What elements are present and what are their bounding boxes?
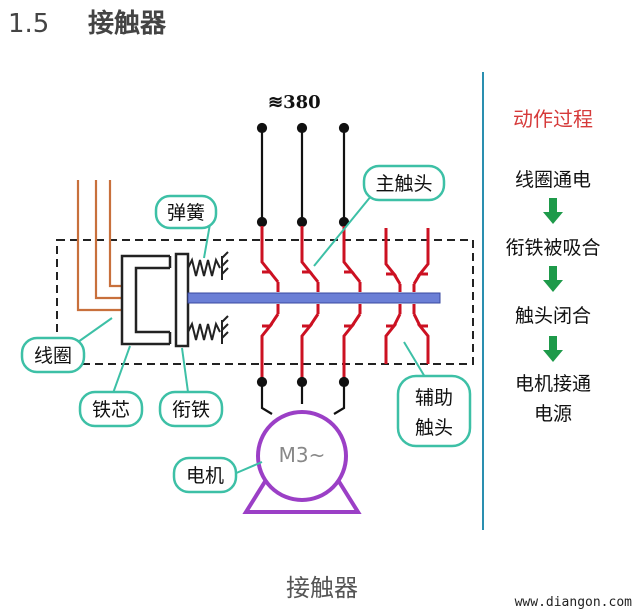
callout-spring — [154, 194, 218, 259]
motor-lines — [256, 376, 350, 415]
motor-symbol: M3~ — [279, 443, 326, 467]
callout-armature — [158, 347, 224, 428]
callout-coil — [20, 317, 113, 374]
label-iron-core: 铁芯 — [92, 399, 130, 421]
arrow-down-icon — [543, 336, 563, 362]
iron-core — [120, 254, 172, 346]
supply-lines — [256, 122, 350, 228]
spring-lower — [187, 315, 229, 344]
callout-motor — [172, 456, 263, 494]
callout-iron-core — [78, 345, 144, 428]
main-contacts — [260, 226, 362, 378]
process-title: 动作过程 — [513, 107, 593, 131]
aux-contacts — [384, 228, 430, 364]
section-title: 接触器 — [88, 9, 167, 39]
armature-rod — [187, 292, 441, 304]
arrow-down-icon — [543, 266, 563, 292]
label-spring: 弹簧 — [167, 202, 205, 224]
process-step-4-line2: 电源 — [534, 403, 572, 425]
label-coil: 线圈 — [34, 345, 72, 367]
label-aux-line2: 触头 — [415, 417, 453, 439]
coil-wires — [76, 180, 122, 312]
label-armature: 衔铁 — [172, 399, 210, 421]
callout-aux-contact — [396, 341, 472, 448]
arrow-down-icon — [543, 198, 563, 224]
section-number: 1.5 — [8, 9, 49, 39]
process-step-2: 衔铁被吸合 — [505, 237, 600, 259]
armature-plate — [174, 252, 190, 348]
label-aux-line1: 辅助 — [415, 387, 453, 409]
supply-label: ≋380 — [268, 92, 321, 113]
label-main-contact: 主触头 — [375, 173, 432, 195]
process-step-1: 线圈通电 — [515, 169, 591, 191]
process-step-4: 电机接通 — [515, 373, 591, 395]
contactor-enclosure — [56, 239, 474, 365]
process-step-3: 触头闭合 — [515, 305, 591, 327]
callout-main-contact — [313, 164, 446, 267]
spring-upper — [187, 251, 229, 280]
figure-caption: 接触器 — [286, 574, 358, 602]
label-motor: 电机 — [186, 465, 224, 487]
watermark: www.diangon.com — [515, 595, 633, 610]
motor — [242, 410, 362, 514]
